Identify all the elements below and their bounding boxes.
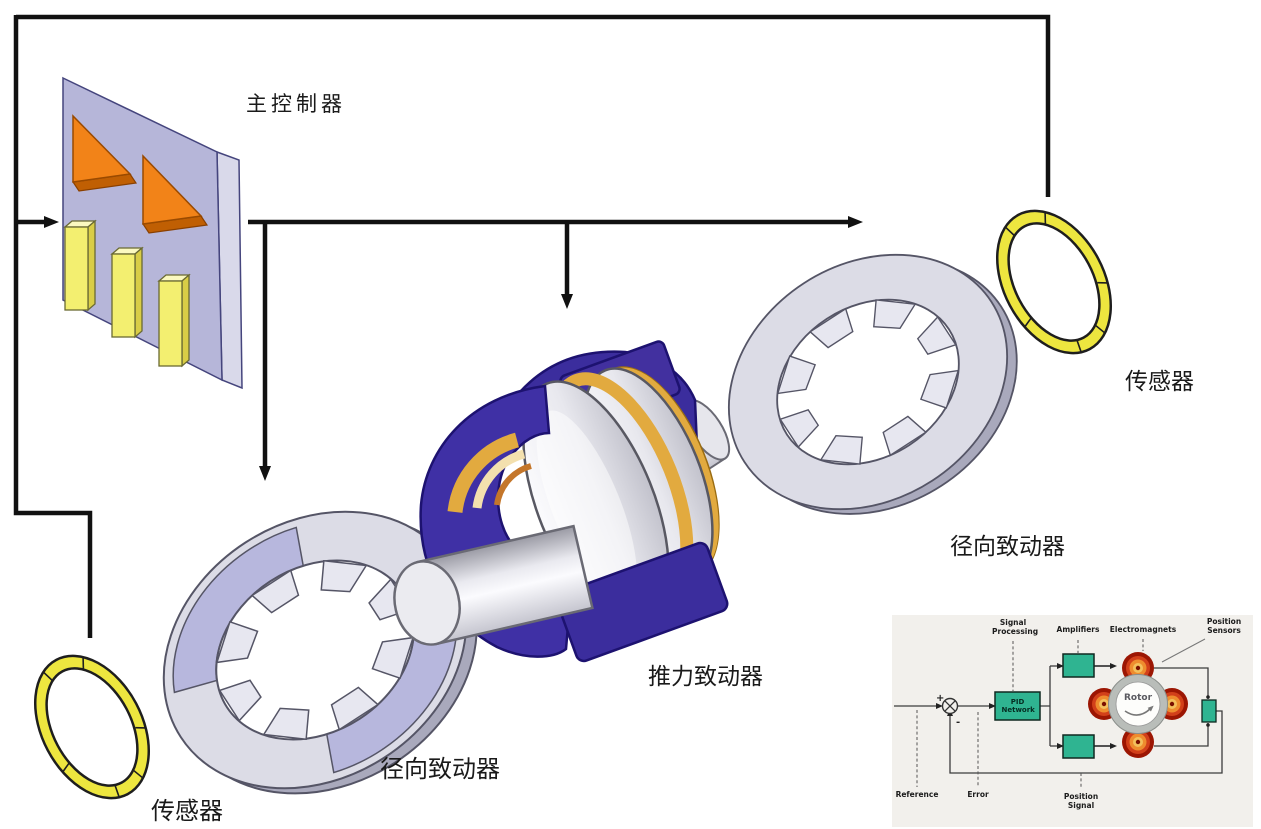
svg-text:+: + xyxy=(936,693,944,704)
summing-junction: + - xyxy=(936,693,960,728)
position-sensor-box xyxy=(1201,695,1217,727)
rotor-illustration xyxy=(1108,674,1168,734)
thrust-actuator-label: 推力致动器 xyxy=(648,664,763,690)
signal-processing-label: Signal Processing xyxy=(992,618,1039,636)
pid-network-box xyxy=(994,691,1041,721)
svg-text:-: - xyxy=(956,717,960,728)
position-sensors-pointer xyxy=(1161,638,1206,663)
radial-actuator-left-illustration xyxy=(110,451,531,829)
rotor-label: Rotor xyxy=(1123,693,1153,703)
pid-network-label: PID Network xyxy=(1001,697,1035,714)
electromagnets-label: Electromagnets xyxy=(1109,625,1177,634)
position-signal-label: Position Signal xyxy=(1063,792,1099,810)
radial-actuator-left-label: 径向致动器 xyxy=(380,755,500,783)
reference-label: Reference xyxy=(895,790,939,799)
sensor-right-label: 传感器 xyxy=(1125,369,1194,395)
position-sensors-label: Position Sensors xyxy=(1206,617,1242,635)
control-loop-canvas: + - xyxy=(894,638,1223,789)
amplifier-box-bottom xyxy=(1062,734,1095,759)
main-controller-illustration xyxy=(62,76,243,390)
main-controller-label: 主控制器 xyxy=(246,92,346,116)
sensor-loop-line xyxy=(1154,667,1209,747)
sensor-ring-left-illustration xyxy=(10,635,174,819)
feedback-line-left xyxy=(13,15,93,638)
feedback-line xyxy=(947,709,1223,774)
amplifier-box-top xyxy=(1062,653,1095,678)
control-loop-inset: + - xyxy=(892,615,1253,827)
feedback-line-top xyxy=(16,14,1051,197)
controller-connector-bars xyxy=(63,219,191,368)
radial-actuator-right-label: 径向致动器 xyxy=(950,534,1065,560)
thrust-actuator-illustration xyxy=(393,340,731,663)
sensor-left-label: 传感器 xyxy=(151,797,223,825)
controller-chip-triangles xyxy=(71,114,209,234)
amplifiers-label: Amplifiers xyxy=(1056,625,1100,634)
connector-lines xyxy=(13,14,1051,638)
error-label: Error xyxy=(967,790,989,799)
